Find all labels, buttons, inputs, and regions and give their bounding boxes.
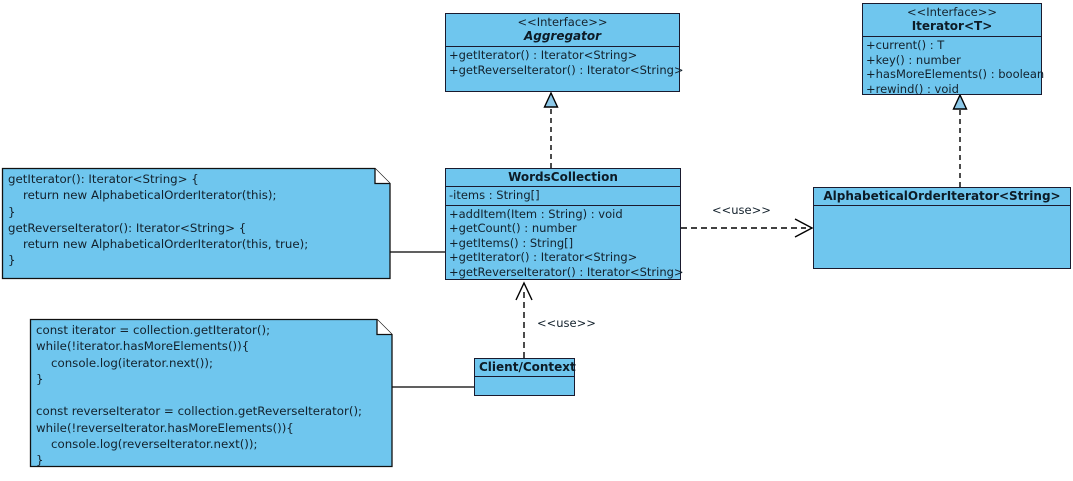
class-method: +key() : number [866,52,961,67]
note-shape-client-context [29,318,393,468]
class-header-aggregator: <<Interface>> Aggregator [446,14,679,46]
class-name: WordsCollection [508,170,618,184]
class-header-client-context: Client/Context [475,359,576,376]
class-method: +hasMoreElements() : boolean [866,67,1045,81]
edge-label-use-right: <<use>> [712,203,771,217]
class-body-client-context [475,377,574,413]
note-words-collection-text: getIterator(): Iterator<String> { return… [8,172,309,268]
class-body-alphabetical-order-iterator [814,206,1070,286]
edge-label-use-bottom: <<use>> [537,316,596,330]
class-method: +current() : T [866,38,945,52]
class-method: +getIterator() : Iterator<String> [449,48,638,62]
note-body: const iterator = collection.getIterator(… [30,319,392,467]
class-header-words-collection: WordsCollection [446,169,680,186]
class-method: +getReverseIterator() : Iterator<String> [449,62,684,77]
compartment-divider [446,46,679,47]
compartment-divider [446,204,680,206]
class-methods-aggregator: +getIterator() : Iterator<String> +getRe… [446,47,684,79]
class-methods-words-collection: +addItem(Item : String) : void +getCount… [446,206,684,282]
class-name: Aggregator [523,29,602,43]
compartment-divider [446,186,680,187]
class-name: Client/Context [479,360,576,374]
class-method: +getReverseIterator() : Iterator<String> [449,264,684,279]
class-method: +addItem(Item : String) : void [449,206,623,221]
class-header-iterator: <<Interface>> Iterator<T> [863,4,1041,36]
connector-wordscollection-uses-alphabeticaliterator [681,218,814,238]
class-method: +rewind() : void [866,81,959,96]
class-header-alphabetical-order-iterator: AlphabeticalOrderIterator<String> [814,188,1070,205]
class-stereotype: <<Interface>> [517,15,608,29]
note-client-context: const iterator = collection.getIterator(… [30,319,392,467]
class-name: AlphabeticalOrderIterator<String> [823,189,1061,203]
class-methods-iterator: +current() : T +key() : number +hasMoreE… [863,37,1045,98]
class-attribute: -items : String[] [449,188,540,202]
class-box-iterator[interactable]: <<Interface>> Iterator<T> +current() : T… [862,3,1045,98]
class-name: Iterator<T> [911,19,993,33]
compartment-divider [863,36,1041,37]
note-shape-words-collection [1,167,391,280]
class-stereotype: <<Interface>> [906,5,998,19]
connector-alphabeticaliterator-realizes-iterator [952,93,968,187]
class-box-client-context[interactable]: Client/Context [474,358,576,396]
class-box-words-collection[interactable]: WordsCollection -items : String[] +addIt… [445,168,684,282]
connector-wordscollection-realizes-aggregator [543,91,559,168]
connector-client-uses-wordscollection [515,281,533,358]
class-method: +getIterator() : Iterator<String> [449,250,638,264]
class-attributes-words-collection: -items : String[] [446,187,680,205]
compartment-divider [475,376,574,377]
class-box-alphabetical-order-iterator[interactable]: AlphabeticalOrderIterator<String> [813,187,1071,269]
class-method: +getItems() : String[] [449,235,574,250]
note-client-context-text: const iterator = collection.getIterator(… [36,323,363,468]
class-box-aggregator[interactable]: <<Interface>> Aggregator +getIterator() … [445,13,684,92]
class-method: +getCount() : number [449,221,577,235]
note-body: getIterator(): Iterator<String> { return… [2,168,390,279]
note-words-collection: getIterator(): Iterator<String> { return… [2,168,390,279]
compartment-divider [814,205,1070,206]
